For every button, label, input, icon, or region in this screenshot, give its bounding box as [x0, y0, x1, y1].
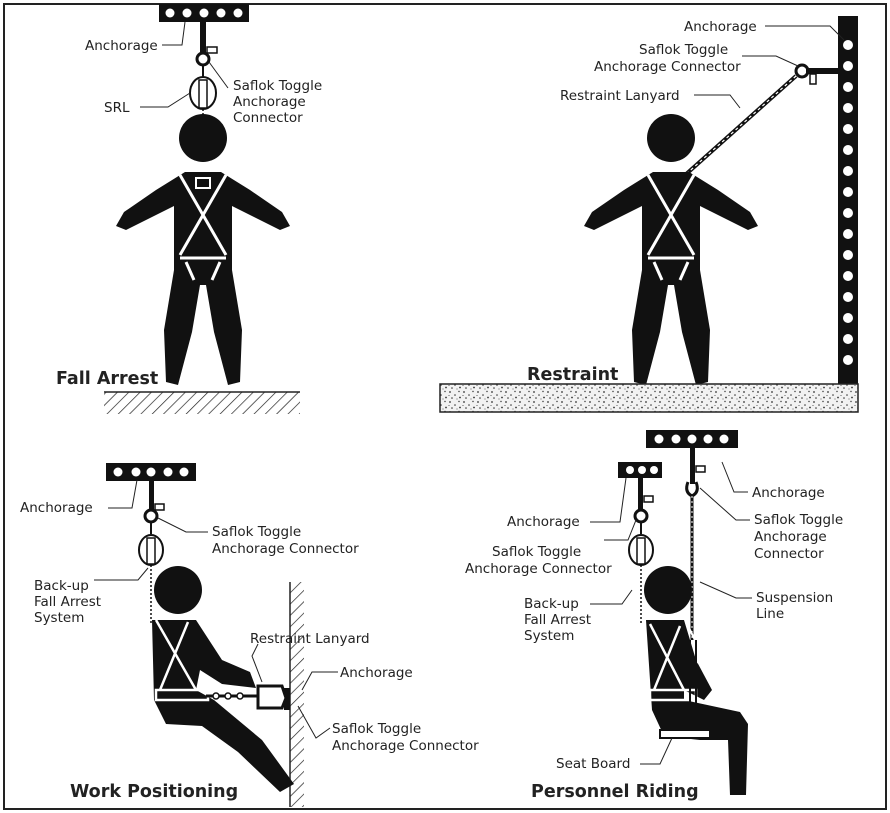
label-saflok-right-3: Connector: [754, 546, 824, 562]
anchorage-beam-left: [618, 462, 662, 478]
concrete-floor: [439, 383, 859, 413]
anchorage-column: [838, 16, 858, 384]
label-anchorage: Anchorage: [684, 19, 757, 35]
label-restraint-lanyard: Restraint Lanyard: [250, 631, 370, 647]
label-seat-board: Seat Board: [556, 756, 630, 772]
label-saflok-connector-1: Saflok Toggle: [212, 524, 301, 540]
label-anchorage-right: Anchorage: [752, 485, 825, 501]
label-backup-3: System: [524, 628, 574, 644]
label-backup-1: Back-up: [524, 596, 579, 612]
frame-border: [3, 3, 887, 810]
title-personnel-riding: Personnel Riding: [531, 782, 699, 802]
saflok-toggle-right: [685, 446, 706, 640]
label-saflok-connector-2: Anchorage: [233, 94, 306, 110]
worker-figure-seated: [152, 566, 294, 792]
label-saflok-left-2: Anchorage Connector: [465, 561, 612, 577]
label-anchorage-wall: Anchorage: [340, 665, 413, 681]
label-saflok-wall-1: Saflok Toggle: [332, 721, 421, 737]
restraint-lanyard: [206, 684, 288, 710]
panel-fall-arrest: Anchorage Saflok Toggle Anchorage Connec…: [56, 4, 322, 414]
label-saflok-connector-2: Anchorage Connector: [594, 59, 741, 75]
title-fall-arrest: Fall Arrest: [56, 369, 158, 389]
worker-figure: [584, 114, 758, 385]
label-suspension-2: Line: [756, 606, 784, 622]
saflok-toggle-connector: [143, 480, 165, 524]
saflok-toggle-left: [628, 476, 654, 625]
label-anchorage-left: Anchorage: [507, 514, 580, 530]
saflok-toggle-connector: [195, 20, 218, 67]
label-backup-2: Fall Arrest: [34, 594, 101, 610]
label-saflok-right-2: Anchorage: [754, 529, 827, 545]
anchorage-beam-right: [646, 430, 738, 448]
label-restraint-lanyard: Restraint Lanyard: [560, 88, 680, 104]
wall-hatch: [290, 582, 304, 807]
label-saflok-wall-2: Anchorage Connector: [332, 738, 479, 754]
panel-work-positioning: Anchorage Saflok Toggle Anchorage Connec…: [20, 463, 479, 807]
label-saflok-connector-1: Saflok Toggle: [639, 42, 728, 58]
seat-board: [659, 640, 711, 739]
backup-srl-device: [138, 522, 164, 625]
label-suspension-1: Suspension: [756, 590, 833, 606]
label-saflok-connector-2: Anchorage Connector: [212, 541, 359, 557]
panel-restraint: Anchorage Saflok Toggle Anchorage Connec…: [439, 16, 859, 413]
anchorage-beam: [159, 4, 249, 22]
label-saflok-connector-1: Saflok Toggle: [233, 78, 322, 94]
label-srl: SRL: [104, 100, 130, 116]
label-backup-2: Fall Arrest: [524, 612, 591, 628]
title-restraint: Restraint: [527, 365, 618, 385]
label-saflok-right-1: Saflok Toggle: [754, 512, 843, 528]
label-backup-1: Back-up: [34, 578, 89, 594]
label-anchorage: Anchorage: [85, 38, 158, 54]
worker-figure: [116, 114, 290, 385]
label-anchorage: Anchorage: [20, 500, 93, 516]
anchorage-beam: [106, 463, 196, 481]
title-work-positioning: Work Positioning: [70, 782, 238, 802]
floor-hatch: [104, 392, 300, 414]
panel-personnel-riding: Anchorage Saflok Toggle Anchorage Connec…: [465, 430, 843, 802]
label-backup-3: System: [34, 610, 84, 626]
label-saflok-connector-3: Connector: [233, 110, 303, 126]
saflok-toggle-connector: [794, 63, 842, 85]
label-saflok-left-1: Saflok Toggle: [492, 544, 581, 560]
